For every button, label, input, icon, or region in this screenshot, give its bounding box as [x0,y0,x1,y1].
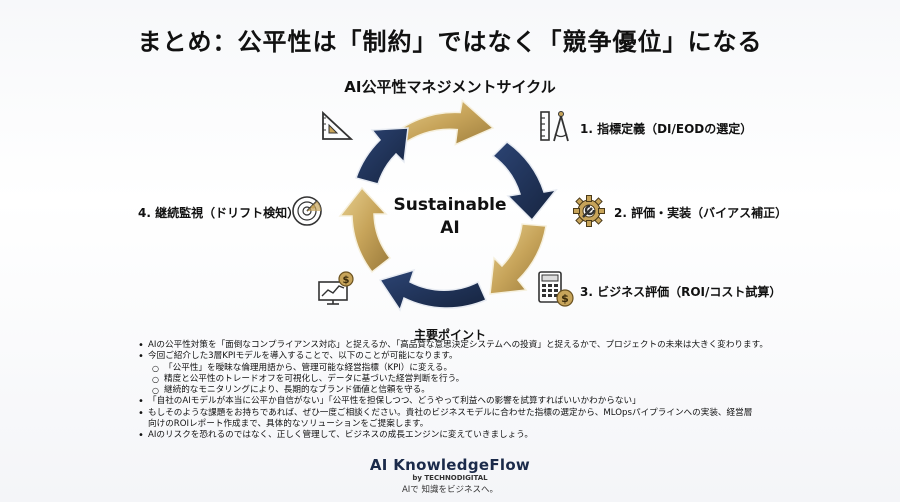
point-bullet-4-continuation: 向けのROIレポート作成まで、具体的なソリューションをご提案します。 [148,419,429,430]
ruler-compass-icon [540,111,569,142]
step-1-label: 1. 指標定義（DI/EODの選定） [580,122,753,136]
point-bullet-3: 「自社のAIモデルが本当に公平か自信がない」「公平性を担保しつつ、どうやって利益… [138,396,838,408]
point-bullet-5: AIのリスクを恐れるのではなく、正しく管理して、ビジネスの成長エンジンに変えてい… [138,430,838,442]
cycle-arrow-right-upper [491,141,558,222]
point-sub-bullet-2: 精度と公平性のトレードオフを可視化し、データに基づいた経営判断を行う。 [138,374,838,386]
points-title: 主要ポイント [413,328,486,342]
point-sub-bullet-3: 継続的なモニタリングにより、長期的なブランド価値と信頼を守る。 [138,385,838,397]
gear-wrench-icon [573,195,605,227]
cycle-arrow-right-lower [489,223,547,295]
chart-monitor-icon: $ [318,271,354,305]
point-bullet-2: 今回ご紹介した3層KPIモデルを導入することで、以下のことが可能になります。 [138,351,838,363]
page-title: まとめ：公平性は「制約」ではなく「競争優位」になる [137,28,763,56]
cycle-arrow-left-lower [338,186,392,274]
brand-by: by TECHNODIGITAL [412,474,488,482]
cycle-arrow-bottom [378,268,487,312]
svg-text:$: $ [343,275,350,286]
points-list: AIの公平性対策を「面倒なコンプライアンス対応」と捉えるか、「高品質な意思決定シ… [138,340,838,442]
cycle-center-text-2: AI [440,218,459,238]
step-3-label: 3. ビジネス評価（ROI/コスト試算） [580,285,782,299]
brand-name: AI KnowledgeFlow [369,456,531,474]
step-2-label: 2. 評価・実装（バイアス補正） [614,206,788,220]
cycle-center-text-1: Sustainable [394,195,507,215]
cycle-title: AI公平性マネジメントサイクル [344,78,556,96]
point-sub-bullet-1: 「公平性」を曖昧な倫理用語から、管理可能な経営指標（KPI）に変える。 [138,363,838,375]
svg-text:$: $ [561,292,569,305]
cycle-diagram: Sustainable AI [338,99,558,312]
triangle-ruler-icon [322,110,354,140]
point-bullet-4: もしそのような課題をお持ちであれば、ぜひ一度ご相談ください。貴社のビジネスモデル… [138,408,838,420]
brand-tagline: AIで 知識をビジネスへ。 [401,485,499,495]
calculator-coin-icon: $ [538,271,574,307]
cycle-arrow-left-upper [355,127,409,185]
brand-footer: AI KnowledgeFlow by TECHNODIGITAL AIで 知識… [0,456,900,495]
cycle-arrow-top [383,99,495,152]
radar-icon [292,196,322,226]
point-bullet-1: AIの公平性対策を「面倒なコンプライアンス対応」と捉えるか、「高品質な意思決定シ… [138,340,838,352]
step-4-label: 4. 継続監視（ドリフト検知） [138,206,300,220]
